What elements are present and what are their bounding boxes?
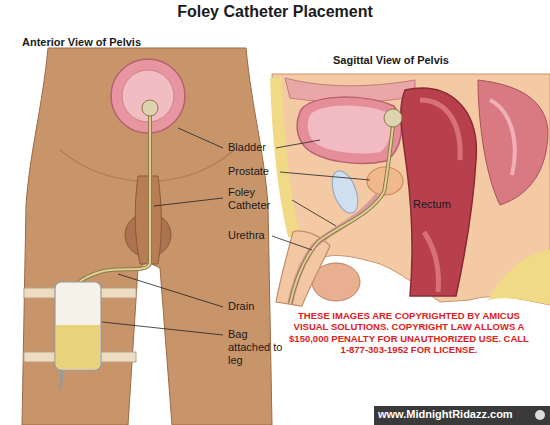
leader-line <box>276 140 320 148</box>
copyright-notice: THESE IMAGES ARE COPYRIGHTED BY AMICUS V… <box>284 310 534 356</box>
skull-icon <box>535 410 545 420</box>
watermark-bar <box>374 406 550 425</box>
part-label: Foley Catheter <box>228 186 288 212</box>
anterior-catheter <box>78 100 158 284</box>
rectum <box>401 88 477 296</box>
sagittal-tissue <box>272 74 550 306</box>
drainage-bag <box>55 282 101 390</box>
leader-lines <box>102 128 370 335</box>
title: Foley Catheter Placement <box>0 2 550 21</box>
part-label: Rectum <box>413 198 473 211</box>
view-heading: Anterior View of Pelvis <box>22 36 192 49</box>
sagittal-bladder <box>297 97 401 163</box>
pubic-bone <box>327 168 363 217</box>
part-label: Bladder <box>228 141 288 154</box>
leader-line <box>102 322 223 335</box>
part-label: Urethra <box>228 229 288 242</box>
view-heading: Sagittal View of Pelvis <box>333 54 503 67</box>
leader-line <box>178 128 223 148</box>
leader-line <box>280 172 370 180</box>
sagittal-catheter <box>290 109 402 304</box>
part-label: Bag attached to leg <box>228 328 292 368</box>
watermark: www.MidnightRidazz.com <box>378 408 533 421</box>
part-label: Prostate <box>228 165 288 178</box>
leader-line <box>292 200 336 226</box>
part-label: Drain <box>228 300 288 313</box>
leader-line <box>118 274 223 307</box>
leader-line <box>154 198 223 206</box>
leader-line <box>272 236 312 250</box>
